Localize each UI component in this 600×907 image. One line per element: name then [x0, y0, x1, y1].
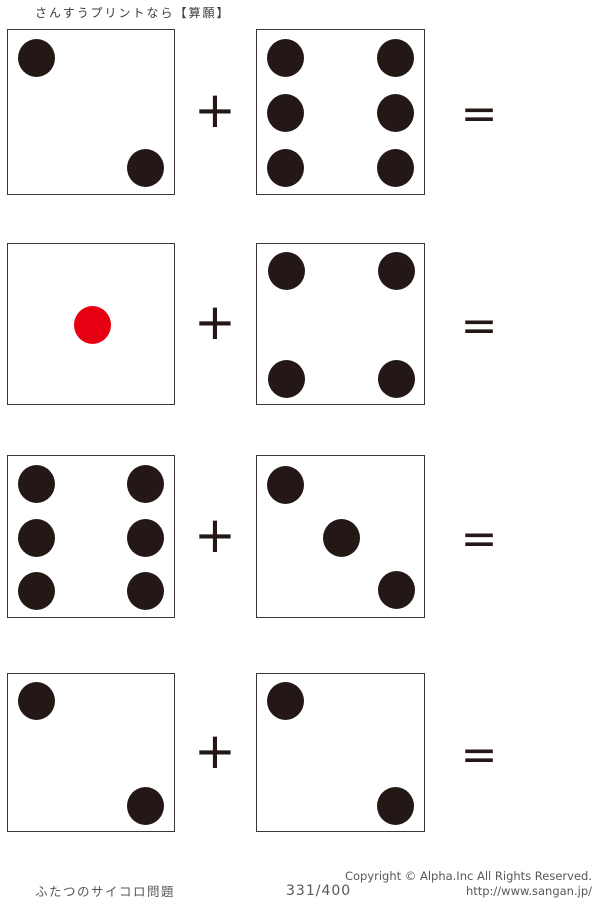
problem-row: += — [0, 243, 600, 405]
pip — [267, 149, 304, 187]
right-die — [256, 243, 425, 405]
pip — [378, 360, 415, 398]
red-pip — [74, 306, 111, 344]
right-die — [256, 29, 425, 195]
footer-worksheet-title: ふたつのサイコロ問題 — [35, 884, 176, 899]
pip — [127, 787, 164, 825]
plus-operator: + — [194, 81, 236, 139]
pip — [377, 94, 414, 132]
plus-operator: + — [194, 293, 236, 351]
equals-sign: = — [460, 729, 498, 781]
pip — [267, 682, 304, 720]
problem-row: += — [0, 673, 600, 832]
pip — [377, 787, 414, 825]
pip — [268, 252, 305, 290]
pip — [267, 39, 304, 77]
problem-row: += — [0, 455, 600, 618]
plus-operator: + — [194, 721, 236, 780]
pip — [323, 519, 360, 557]
pip — [378, 252, 415, 290]
left-die — [7, 29, 175, 195]
footer-copyright: Copyright © Alpha.Inc All Rights Reserve… — [345, 869, 592, 899]
left-die — [7, 455, 175, 618]
footer-page-number: 331/400 — [286, 883, 352, 899]
pip — [268, 360, 305, 398]
pip — [127, 572, 164, 610]
copyright-text: Copyright © Alpha.Inc All Rights Reserve… — [344, 869, 592, 883]
pip — [127, 519, 164, 557]
equals-sign: = — [460, 513, 498, 565]
equals-sign: = — [460, 300, 498, 352]
right-die — [256, 673, 425, 832]
pip — [127, 465, 164, 503]
equals-sign: = — [460, 88, 498, 140]
left-die — [7, 243, 175, 405]
pip — [377, 39, 414, 77]
website-url: http://www.sangan.jp/ — [465, 884, 592, 898]
pip — [127, 149, 164, 187]
pip — [267, 94, 304, 132]
problem-row: += — [0, 29, 600, 195]
page-title: さんすうプリントなら【算願】 — [35, 6, 231, 20]
right-die — [256, 455, 425, 618]
pip — [18, 465, 55, 503]
pip — [18, 39, 55, 77]
pip — [18, 682, 55, 720]
pip — [377, 149, 414, 187]
left-die — [7, 673, 175, 832]
pip — [267, 466, 304, 504]
pip — [378, 571, 415, 609]
plus-operator: + — [194, 505, 236, 564]
pip — [18, 572, 55, 610]
pip — [18, 519, 55, 557]
